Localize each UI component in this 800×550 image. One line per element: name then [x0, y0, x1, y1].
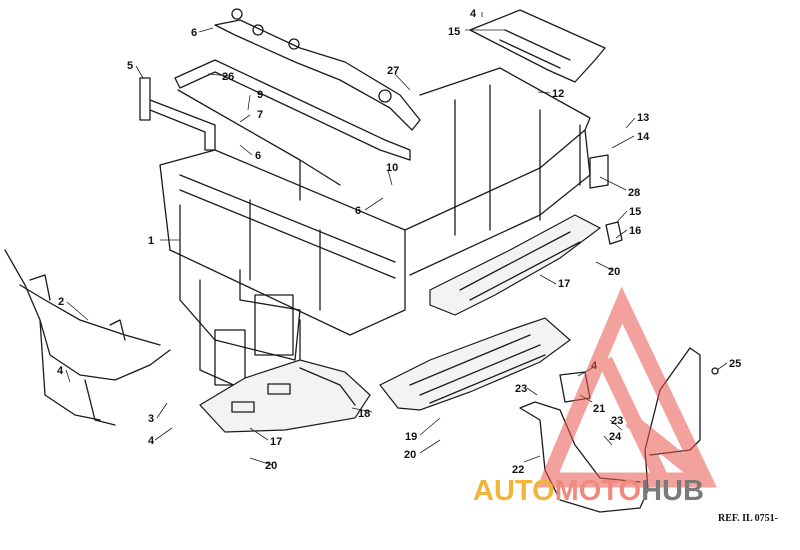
upper-cross-tube [214, 19, 421, 131]
callout-12: 12 [552, 88, 564, 100]
callout-25: 25 [729, 358, 741, 370]
watermark: AUTOMOTOHUB [473, 286, 717, 507]
callout-7: 7 [257, 109, 263, 121]
main-frame [159, 149, 406, 336]
rear-panel [589, 154, 609, 189]
callout-11: 15 [448, 26, 460, 38]
callout-14: 14 [637, 131, 650, 143]
callout-20-right: 20 [608, 266, 620, 278]
center-skid-plate [379, 317, 571, 411]
upper-rail-loop [174, 59, 411, 161]
callout-23-right: 23 [611, 415, 623, 427]
callout-2: 2 [58, 296, 64, 308]
callout-10: 10 [386, 162, 398, 174]
callout-28: 28 [628, 187, 640, 199]
rear-skid-plate [429, 214, 602, 316]
watermark-text: AUTOMOTOHUB [473, 475, 704, 507]
callout-19: 19 [405, 431, 417, 443]
parts-layer [4, 8, 719, 513]
callout-22: 22 [512, 464, 524, 476]
callout-24: 24 [609, 431, 622, 443]
front-bumper [4, 249, 171, 426]
side-bracket [139, 77, 216, 151]
callout-1: 1 [148, 235, 154, 247]
callout-16: 16 [629, 225, 641, 237]
watermark-auto: AUTO [473, 475, 555, 507]
callout-6-mid: 6 [355, 205, 361, 217]
watermark-hub: HUB [641, 475, 704, 507]
callout-4-left: 4 [57, 365, 64, 377]
callout-17-lower: 17 [270, 436, 282, 448]
callout-6-upper: 6 [255, 150, 261, 162]
callout-17-upper: 17 [558, 278, 570, 290]
callout-3: 3 [148, 413, 154, 425]
watermark-moto: MOTO [555, 475, 641, 507]
callout-5: 5 [127, 60, 133, 72]
watermark-triangle-logo [536, 286, 717, 488]
callouts-layer: 6 4 15 5 26 27 9 7 12 13 14 6 10 6 28 1 … [57, 8, 778, 524]
callout-15: 15 [629, 206, 641, 218]
callout-27: 27 [387, 65, 399, 77]
callout-18: 18 [358, 408, 370, 420]
callout-13: 13 [637, 112, 649, 124]
top-skid-plate [469, 9, 606, 83]
callout-9: 9 [257, 89, 263, 101]
callout-20-left: 20 [265, 460, 277, 472]
callout-26: 26 [222, 71, 234, 83]
callout-4-top: 4 [470, 8, 477, 20]
callout-20-center: 20 [404, 449, 416, 461]
belly-skid-plate [199, 359, 371, 433]
callout-8: 6 [191, 27, 197, 39]
callout-4-bottom: 4 [148, 435, 155, 447]
callout-21: 21 [593, 403, 605, 415]
reference-label: REF. IL 0751- [718, 513, 778, 524]
hitch-bracket [605, 221, 623, 245]
callout-23-left: 23 [515, 383, 527, 395]
